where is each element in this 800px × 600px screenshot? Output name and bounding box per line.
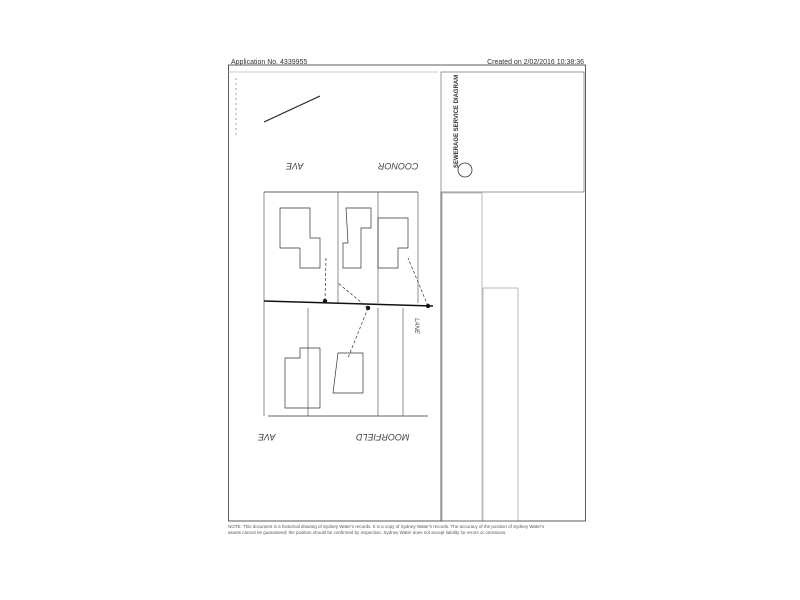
north-arrow-icon: [263, 95, 321, 123]
diagram-title: SEWERAGE SERVICE DIAGRAM: [454, 74, 460, 168]
sewerage-diagram-sheet: Application No. 4339955 Created on 2/02/…: [228, 58, 586, 545]
diagram-drawing: [228, 64, 586, 522]
street-label: LANE: [412, 318, 419, 334]
created-timestamp: Created on 2/02/2016 10:38:36: [487, 59, 584, 66]
street-label: AVE: [286, 161, 304, 171]
footnote: NOTE: This document is a historical draw…: [228, 524, 545, 535]
application-number: Application No. 4339955: [231, 59, 308, 66]
street-label: AVE: [258, 432, 276, 442]
street-label: MOORFIELD: [356, 432, 410, 442]
street-label: COONOR: [378, 161, 419, 171]
